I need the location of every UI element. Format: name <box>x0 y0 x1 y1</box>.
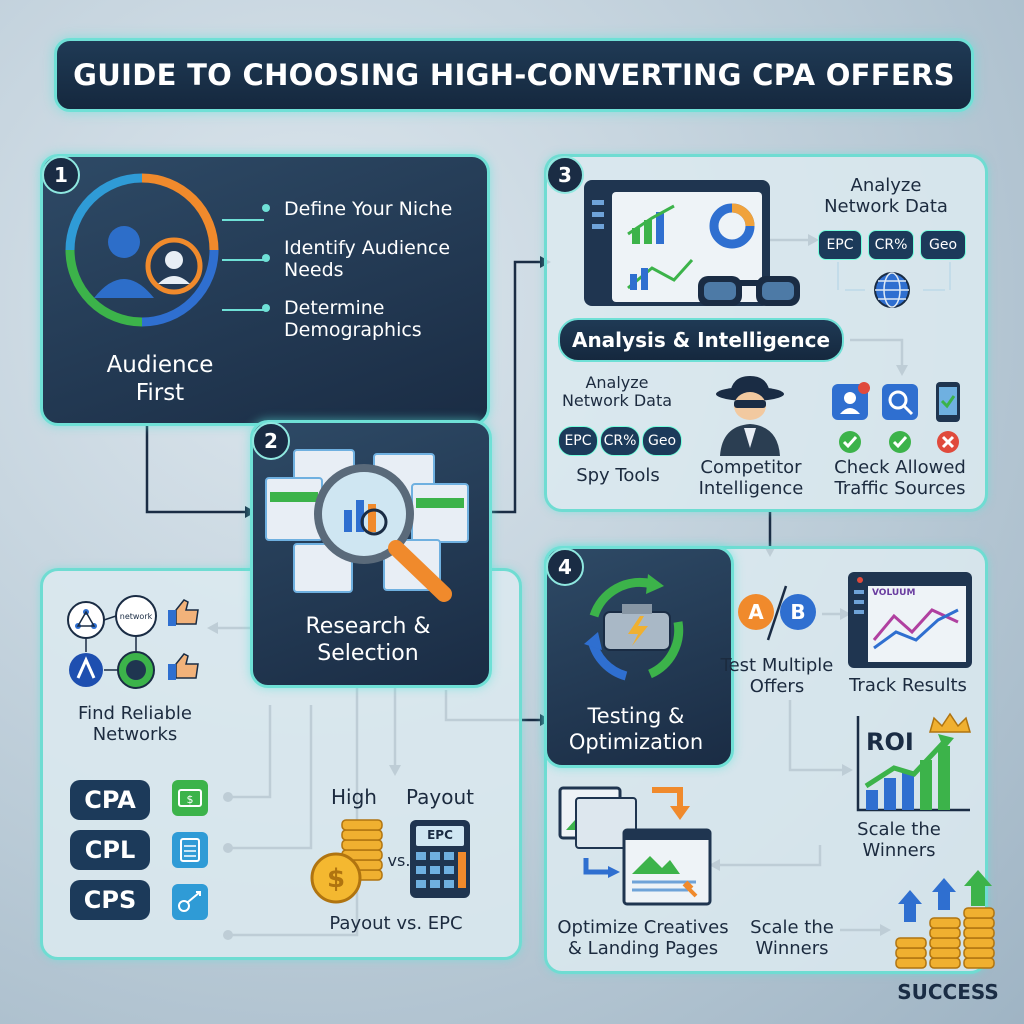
spy-tools-label: Spy Tools <box>576 465 660 486</box>
page-title: GUIDE TO CHOOSING HIGH-CONVERTING CPA OF… <box>54 38 974 112</box>
coins-icon: $ <box>310 819 383 904</box>
calculator-icon <box>410 820 470 898</box>
metric-geo: Geo <box>920 230 966 260</box>
model-cpl: CPL <box>70 830 150 870</box>
coin-dollar-glyph: $ <box>327 864 345 894</box>
model-icons: $ <box>172 780 208 920</box>
engine-cycle-icon <box>584 574 684 681</box>
spy-metric-geo: Geo <box>642 426 682 456</box>
dashboard-icon <box>584 180 770 306</box>
analyze-network-title: Analyze Network Data <box>824 175 948 217</box>
globe-icon <box>874 272 910 308</box>
metric-cr: CR% <box>868 230 914 260</box>
step-4-badge: 4 <box>546 548 584 586</box>
network-icon-text: network <box>120 612 153 621</box>
spy-agent-icon <box>716 376 784 456</box>
networks-icon: network <box>67 595 199 689</box>
bullet-define-niche: Define Your Niche <box>284 198 453 220</box>
vs-label: vs. <box>387 851 411 870</box>
model-cpa: CPA <box>70 780 150 820</box>
success-label: SUCCESS <box>897 980 999 1004</box>
step-3-badge: 3 <box>546 156 584 194</box>
step-2-label: Research & Selection <box>305 614 431 666</box>
roi-chart-icon <box>856 712 971 812</box>
tracker-brand: VOLUUM <box>872 588 916 598</box>
track-results-label: Track Results <box>849 675 967 696</box>
model-cps: CPS <box>70 880 150 920</box>
dollar-glyph: $ <box>187 793 194 806</box>
glasses-icon <box>698 276 800 306</box>
payout-vs-epc-label: Payout vs. EPC <box>329 913 463 934</box>
networks-label: Find Reliable Networks <box>78 703 192 745</box>
spy-metric-epc: EPC <box>558 426 598 456</box>
step-1-label: Audience First <box>106 352 214 406</box>
ab-test-icon: A B <box>738 585 816 641</box>
step-1-badge: 1 <box>42 156 80 194</box>
step-2-badge: 2 <box>252 422 290 460</box>
bullet-demographics: Determine Demographics <box>284 297 422 341</box>
metric-epc: EPC <box>818 230 862 260</box>
traffic-sources-icons <box>832 382 960 453</box>
ab-a: A <box>748 600 764 624</box>
competitor-label: Competitor Intelligence <box>698 457 804 499</box>
success-coins-icon <box>895 870 995 969</box>
scale-winners-label-2: Scale the Winners <box>750 917 834 959</box>
test-offers-label: Test Multiple Offers <box>720 655 834 697</box>
calculator-epc: EPC <box>427 828 453 842</box>
creatives-icon <box>558 786 712 906</box>
payout-label: Payout <box>405 785 474 809</box>
tracker-screen-icon <box>848 572 972 668</box>
spy-metric-cr: CR% <box>600 426 640 456</box>
analyze-network-label: Analyze Network Data <box>561 373 673 411</box>
analysis-heading: Analysis & Intelligence <box>571 328 831 352</box>
bullet-connectors <box>222 204 270 312</box>
high-label: High <box>331 785 377 809</box>
research-magnifier-icon <box>265 449 469 602</box>
analysis-heading-bar: Analysis & Intelligence <box>558 318 844 362</box>
ab-b: B <box>790 600 805 624</box>
audience-target-icon <box>65 173 219 327</box>
bullet-identify-needs: Identify Audience Needs <box>284 237 451 281</box>
creatives-label: Optimize Creatives & Landing Pages <box>557 917 729 959</box>
roi-label: ROI <box>866 728 914 756</box>
scale-winners-label: Scale the Winners <box>857 819 941 861</box>
traffic-sources-label: Check Allowed Traffic Sources <box>834 457 966 499</box>
step-4-label: Testing & Optimization <box>568 704 704 754</box>
